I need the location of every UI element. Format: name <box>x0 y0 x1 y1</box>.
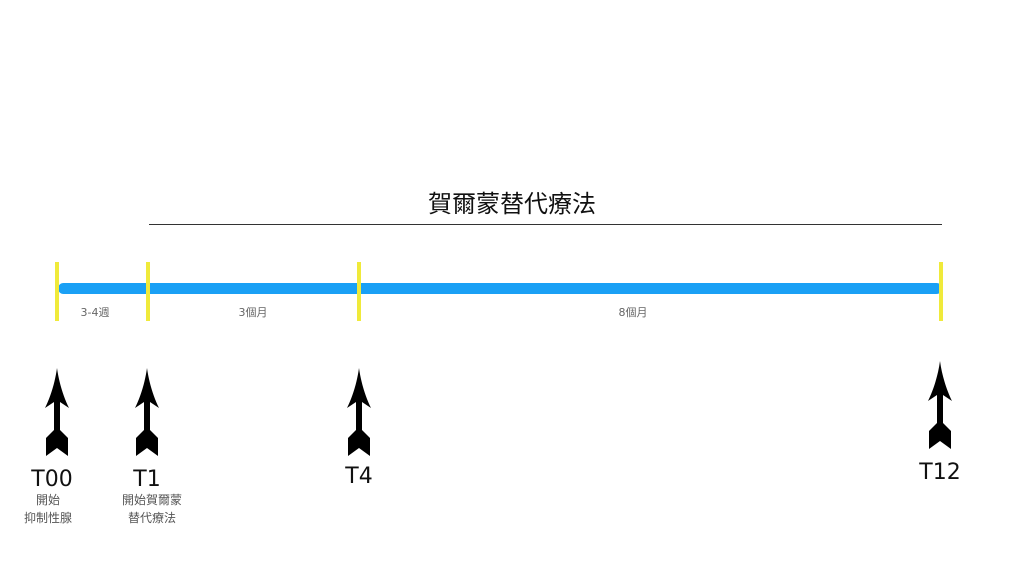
up-arrow-icon <box>45 368 69 456</box>
milestone-label: T00 <box>31 467 73 492</box>
timeline-bar <box>58 283 942 294</box>
up-arrow-icon <box>135 368 159 456</box>
up-arrow-icon <box>347 368 371 456</box>
tick-t1 <box>146 262 150 321</box>
milestone-desc-line: 開始 <box>35 493 61 507</box>
tick-t12 <box>939 262 943 321</box>
tick-t4 <box>357 262 361 321</box>
therapy-span-line <box>149 224 942 225</box>
milestone-desc: 開始賀爾蒙替代療法 <box>122 491 182 527</box>
therapy-title: 賀爾蒙替代療法 <box>428 190 596 218</box>
milestone-desc-line: 替代療法 <box>127 511 177 525</box>
duration-label: 3-4週 <box>80 306 110 319</box>
milestone-label: T4 <box>345 464 373 489</box>
milestone-desc-line: 開始賀爾蒙 <box>121 493 183 507</box>
tick-t00 <box>55 262 59 321</box>
duration-label: 3個月 <box>238 306 268 319</box>
milestone-label: T12 <box>919 460 961 485</box>
milestone-label: T1 <box>133 467 161 492</box>
milestone-desc: 開始抑制性腺 <box>24 491 72 527</box>
milestone-desc-line: 抑制性腺 <box>23 511 73 525</box>
up-arrow-icon <box>928 361 952 449</box>
duration-label: 8個月 <box>618 306 648 319</box>
